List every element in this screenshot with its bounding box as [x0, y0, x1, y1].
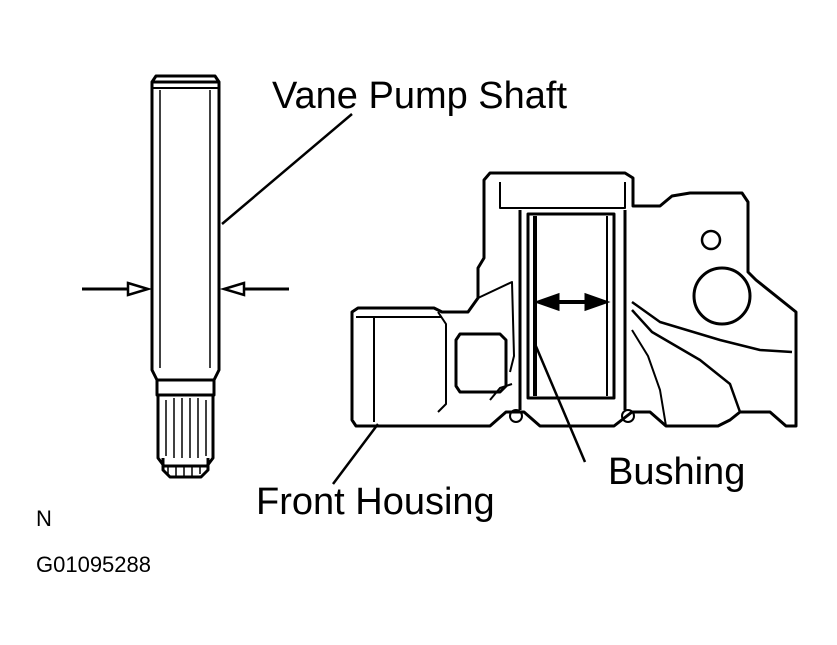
figure-id-label: G01095288 — [36, 552, 151, 577]
housing-leader-line — [332, 423, 379, 485]
housing-label: Front Housing — [256, 481, 495, 523]
orientation-label: N — [36, 506, 52, 531]
shaft-leader-line — [221, 113, 353, 225]
bushing-measure-arrow — [533, 292, 611, 312]
front-housing — [350, 171, 798, 428]
shaft-label: Vane Pump Shaft — [272, 75, 567, 117]
vane-pump-shaft — [150, 74, 221, 479]
shaft-measure-arrows — [82, 281, 289, 297]
bushing-label: Bushing — [608, 451, 745, 493]
bushing-leader-line — [533, 343, 587, 463]
